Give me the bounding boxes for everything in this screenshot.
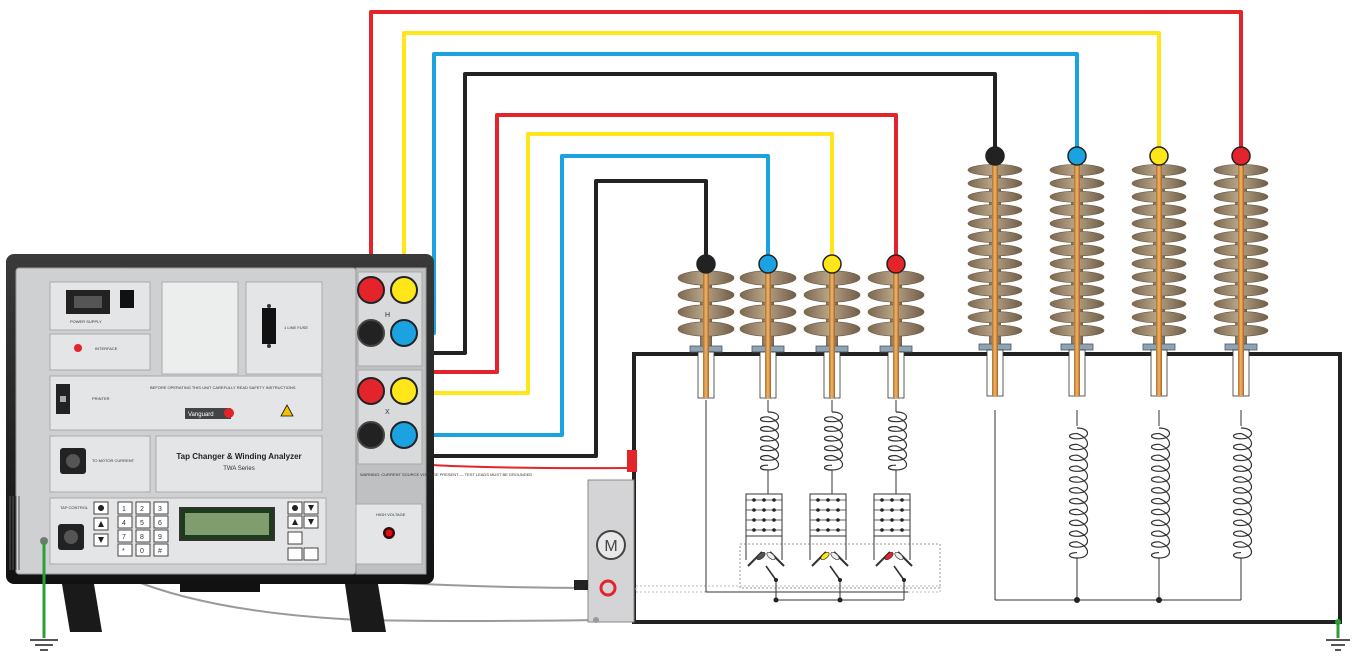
svg-text:8: 8 — [140, 534, 144, 541]
fuse-label: 1 LINE FUSE — [284, 325, 308, 330]
tap-changer-1 — [745, 470, 785, 582]
lv-bushing-yellow — [803, 254, 861, 399]
ground-symbol-right — [1326, 619, 1350, 651]
motor-current-label: TO MOTOR CURRENT — [92, 458, 135, 463]
internal-wiring-hv — [994, 410, 1242, 601]
lv-bushing-black — [677, 254, 735, 399]
hv-bushing-black — [967, 146, 1023, 397]
svg-text:#: # — [158, 548, 162, 555]
hv-bushing-yellow-terminal[interactable] — [1149, 146, 1169, 166]
hv-bushing-red — [1213, 146, 1269, 397]
printer-label: PRINTER — [92, 396, 110, 401]
brand-logo — [185, 408, 231, 419]
lead-x-blue — [404, 154, 770, 437]
hv-windings — [1068, 427, 1253, 559]
socket-x-blue — [390, 421, 418, 449]
power-switch[interactable] — [120, 290, 134, 308]
lead-h-yellow — [402, 31, 1161, 290]
warning-label: BEFORE OPERATING THIS UNIT CAREFULLY REA… — [150, 385, 296, 390]
socket-h-black — [357, 319, 385, 347]
hv-indicator-light — [385, 529, 393, 537]
svg-text:M: M — [604, 538, 617, 555]
socket-x-red — [357, 377, 385, 405]
hazard-icon — [280, 404, 294, 417]
vent-grill — [9, 496, 20, 570]
product-title: Tap Changer & Winding Analyzer — [176, 452, 301, 461]
lv-bushings — [677, 254, 925, 399]
motor-drive: M — [574, 479, 635, 623]
lv-winding-1 — [759, 411, 780, 471]
svg-text:1: 1 — [122, 506, 126, 513]
ground-symbol-left — [30, 537, 58, 651]
hv-bushing-blue — [1049, 146, 1105, 397]
socket-x-black — [357, 421, 385, 449]
hv-label: HIGH VOLTAGE — [376, 512, 406, 517]
tap-changer-3 — [873, 470, 913, 582]
sense-clamp — [627, 450, 637, 472]
foot-left — [62, 584, 102, 632]
hv-bushing-red-terminal[interactable] — [1231, 146, 1251, 166]
instrument-case: POWER SUPPLY 1 LINE FUSE INTERFACE PRINT… — [6, 254, 532, 632]
power-supply-label: POWER SUPPLY — [70, 319, 102, 324]
svg-text:3: 3 — [158, 506, 162, 513]
svg-text:2: 2 — [140, 506, 144, 513]
svg-text:5: 5 — [140, 520, 144, 527]
svg-text:6: 6 — [158, 520, 162, 527]
svg-text:0: 0 — [140, 548, 144, 555]
hazard-note: WARNING: CURRENT SOURCE VOLTAGE PRESENT … — [360, 472, 532, 477]
lv-bushing-yellow-terminal[interactable] — [822, 254, 842, 274]
svg-text:Vanguard: Vanguard — [188, 412, 214, 418]
lead-h-red — [369, 10, 1243, 290]
socket-h-red — [357, 276, 385, 304]
hv-bushing-black-terminal[interactable] — [985, 146, 1005, 166]
lv-bushing-red-terminal[interactable] — [886, 254, 906, 274]
terminal-x-label: X — [385, 409, 390, 416]
lead-x-yellow — [404, 132, 834, 395]
socket-x-yellow — [390, 377, 418, 405]
svg-text:9: 9 — [158, 534, 162, 541]
keypad[interactable]: 1 2 3 4 5 6 7 8 9 * 0 # — [117, 501, 169, 557]
tap-control-label: TAP CONTROL — [60, 505, 89, 510]
product-model: TWA Series — [223, 466, 254, 472]
svg-text:*: * — [122, 548, 125, 555]
lv-windings — [759, 411, 908, 471]
hv-winding-3 — [1232, 427, 1253, 559]
fuse-holder[interactable] — [262, 308, 276, 344]
transformer-tank — [632, 352, 1342, 624]
lv-bushing-blue-terminal[interactable] — [758, 254, 778, 274]
socket-h-blue — [390, 319, 418, 347]
svg-text:7: 7 — [122, 534, 126, 541]
lv-winding-3 — [887, 411, 908, 471]
lv-bushing-blue — [739, 254, 797, 399]
hv-winding-1 — [1068, 427, 1089, 559]
socket-h-yellow — [390, 276, 418, 304]
tap-changers — [745, 470, 913, 582]
hv-bushings — [967, 146, 1269, 397]
motor-symbol — [596, 530, 626, 560]
lv-winding-2 — [823, 411, 844, 471]
interface-label: INTERFACE — [95, 346, 118, 351]
lv-bushing-red — [867, 254, 925, 399]
current-clamp — [599, 579, 617, 597]
sense-port[interactable] — [74, 344, 82, 352]
hv-winding-2 — [1150, 427, 1171, 559]
terminal-h-label: H — [385, 312, 390, 319]
terminal-sockets[interactable] — [357, 276, 418, 449]
lv-bushing-black-terminal[interactable] — [696, 254, 716, 274]
hv-bushing-blue-terminal[interactable] — [1067, 146, 1087, 166]
foot-right — [345, 584, 386, 632]
svg-text:4: 4 — [122, 520, 126, 527]
hv-bushing-yellow — [1131, 146, 1187, 397]
tap-changer-2 — [809, 470, 849, 582]
